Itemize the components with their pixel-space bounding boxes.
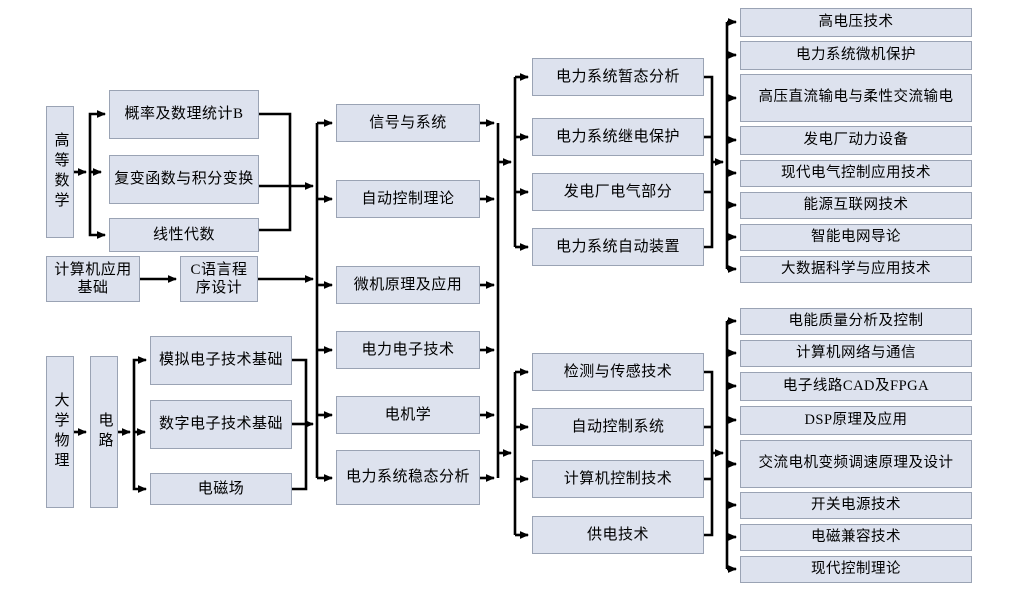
node-dianlidianzijishu[interactable]: 电力电子技术 (336, 331, 480, 369)
node-dianlixitongzidongzhuangzhi[interactable]: 电力系统自动装置 (532, 228, 704, 266)
node-diannengzhiliang[interactable]: 电能质量分析及控制 (740, 308, 972, 335)
node-dianlixitongwentaifenxi[interactable]: 电力系统稳态分析 (336, 450, 480, 505)
node-zidongkongzhixitong[interactable]: 自动控制系统 (532, 408, 704, 446)
node-jiaoliudianjibianpin[interactable]: 交流电机变频调速原理及设计 (740, 440, 972, 488)
node-jianceyuchuanganjishu[interactable]: 检测与传感技术 (532, 353, 704, 391)
node-gongdianjishu[interactable]: 供电技术 (532, 516, 704, 554)
node-dspyuanli[interactable]: DSP原理及应用 (740, 406, 972, 435)
node-monidianzijishu[interactable]: 模拟电子技术基础 (150, 336, 292, 385)
node-shuzidianzijishu[interactable]: 数字电子技术基础 (150, 400, 292, 449)
node-gaodengshuxue[interactable]: 高等数学 (46, 106, 74, 238)
node-gailvjishulitongji[interactable]: 概率及数理统计B (109, 90, 259, 139)
node-jidianbaohu[interactable]: 电力系统继电保护 (532, 118, 704, 156)
node-fadianchangdianqibufen[interactable]: 发电厂电气部分 (532, 173, 704, 211)
node-weijiyuanli[interactable]: 微机原理及应用 (336, 266, 480, 304)
node-dianzixianlucadfpga[interactable]: 电子线路CAD及FPGA (740, 372, 972, 401)
node-xiandaidianqikongzhi[interactable]: 现代电气控制应用技术 (740, 160, 972, 187)
node-cyuyanchengxusheji[interactable]: C语言程序设计 (180, 256, 258, 302)
node-gaoyazhiliushudian[interactable]: 高压直流输电与柔性交流输电 (740, 74, 972, 122)
node-zidongkongzhililun[interactable]: 自动控制理论 (336, 180, 480, 218)
node-weijibaohu[interactable]: 电力系统微机保护 (740, 41, 972, 70)
node-jisuanjiwangluotongxin[interactable]: 计算机网络与通信 (740, 340, 972, 367)
node-dianjixue[interactable]: 电机学 (336, 396, 480, 434)
node-nengyuanhulianwang[interactable]: 能源互联网技术 (740, 192, 972, 219)
node-dianlixitongzantaifenxi[interactable]: 电力系统暂态分析 (532, 58, 704, 96)
node-xiandaikongzhililun[interactable]: 现代控制理论 (740, 556, 972, 583)
node-kaiguandianyuanjishu[interactable]: 开关电源技术 (740, 492, 972, 519)
node-diancichang[interactable]: 电磁场 (150, 473, 292, 505)
node-xinhaoyuxitong[interactable]: 信号与系统 (336, 104, 480, 142)
node-fadianchangdonglishebei[interactable]: 发电厂动力设备 (740, 126, 972, 155)
node-fubianhanshu[interactable]: 复变函数与积分变换 (109, 155, 259, 204)
node-daxuewuli[interactable]: 大学物理 (46, 356, 74, 508)
node-dianlu[interactable]: 电路 (90, 356, 118, 508)
node-gaodianyajishu[interactable]: 高电压技术 (740, 8, 972, 37)
node-zhinengdianwangdaolun[interactable]: 智能电网导论 (740, 224, 972, 251)
node-dashujukexue[interactable]: 大数据科学与应用技术 (740, 256, 972, 283)
node-jisuanjiyingyongjichu[interactable]: 计算机应用基础 (46, 256, 140, 302)
node-xianxingdaishu[interactable]: 线性代数 (109, 218, 259, 252)
node-diancijianrongjishu[interactable]: 电磁兼容技术 (740, 524, 972, 551)
node-jisuanjikongzhijishu[interactable]: 计算机控制技术 (532, 460, 704, 498)
